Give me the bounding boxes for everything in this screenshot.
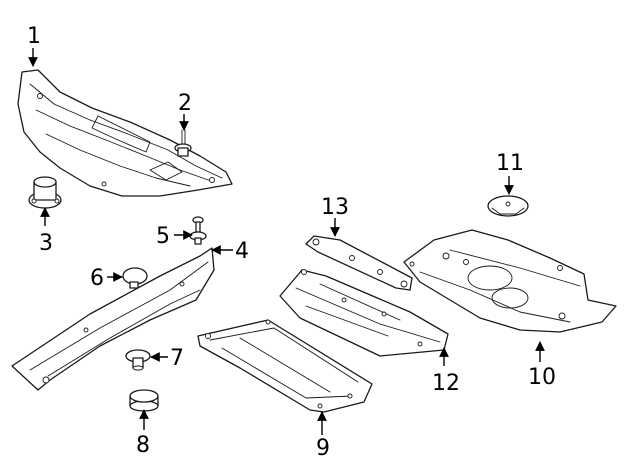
callout-5: 5 bbox=[156, 224, 170, 249]
callout-2: 2 bbox=[178, 91, 192, 116]
part-5-screw[interactable] bbox=[189, 216, 207, 245]
part-1-front-deflector[interactable] bbox=[17, 69, 233, 197]
part-10-rear-panel[interactable] bbox=[403, 229, 617, 333]
part-2-bolt[interactable] bbox=[174, 129, 192, 157]
part-12-rear-shield[interactable] bbox=[279, 269, 449, 357]
part-11-cover-plate[interactable] bbox=[487, 195, 529, 217]
callout-9: 9 bbox=[316, 436, 330, 461]
callout-7: 7 bbox=[170, 346, 184, 371]
part-4-side-deflector[interactable] bbox=[11, 247, 215, 391]
callout-labels: 1 2 3 4 5 6 7 8 9 10 11 12 13 bbox=[27, 24, 556, 461]
part-13-brace[interactable] bbox=[305, 235, 413, 291]
part-3-mount[interactable] bbox=[28, 176, 62, 209]
callout-12: 12 bbox=[432, 371, 460, 396]
part-6-clip[interactable] bbox=[122, 267, 148, 289]
callout-10: 10 bbox=[528, 365, 556, 390]
callout-11: 11 bbox=[496, 151, 524, 176]
callout-13: 13 bbox=[321, 195, 349, 220]
callout-3: 3 bbox=[39, 231, 53, 256]
callout-4: 4 bbox=[235, 239, 249, 264]
callout-8: 8 bbox=[136, 433, 150, 458]
part-7-nut[interactable] bbox=[125, 349, 151, 371]
callout-1: 1 bbox=[27, 24, 41, 49]
leader-lines bbox=[28, 48, 545, 435]
part-8-grommet[interactable] bbox=[129, 389, 159, 412]
callout-6: 6 bbox=[90, 266, 104, 291]
